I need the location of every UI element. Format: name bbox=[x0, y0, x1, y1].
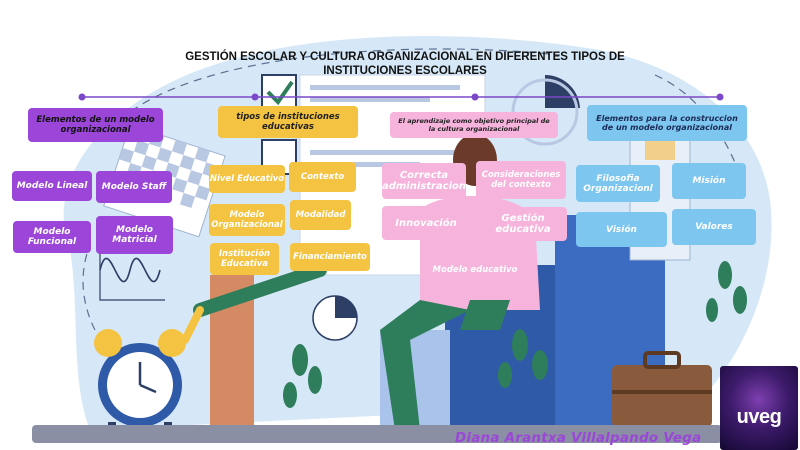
node-label: Filosofia Organizacionl bbox=[583, 173, 653, 194]
node-label: Visión bbox=[606, 224, 637, 235]
node-contexto: Contexto bbox=[289, 162, 356, 192]
node-financiamiento: Financiamiento bbox=[290, 243, 370, 271]
node-innovacion: Innovación bbox=[382, 206, 470, 240]
heading-construccion-label: Elementos para la construccion de un mod… bbox=[596, 114, 738, 132]
node-modalidad: Modalidad bbox=[290, 200, 351, 230]
node-label: Consideraciones del contexto bbox=[481, 170, 561, 190]
node-label: Contexto bbox=[300, 172, 345, 182]
node-modelo-funcional: Modelo Funcional bbox=[13, 221, 91, 253]
heading-modelo-organizacional: Elementos de un modelo organizacional bbox=[28, 108, 163, 142]
node-consideraciones-contexto: Consideraciones del contexto bbox=[476, 161, 566, 199]
node-modelo-matricial: Modelo Matricial bbox=[96, 216, 173, 254]
node-label: Gestión educativa bbox=[495, 213, 551, 235]
author-name: Diana Arantxa Villalpando Vega bbox=[455, 430, 702, 446]
node-label: Modelo Lineal bbox=[16, 181, 88, 191]
heading-tipos-instituciones: tipos de instituciones educativas bbox=[218, 106, 358, 138]
heading-construccion: Elementos para la construccion de un mod… bbox=[587, 105, 747, 141]
node-label: Misión bbox=[692, 176, 726, 186]
page-title: GESTIÓN ESCOLAR Y CULTURA ORGANIZACIONAL… bbox=[185, 51, 625, 77]
node-label: Modelo Staff bbox=[101, 182, 167, 192]
node-correcta-administracion: Correcta administracion bbox=[382, 163, 466, 199]
node-modelo-educativo: Modelo educativo bbox=[431, 253, 519, 286]
node-nivel-educativo: Nivel Educativo bbox=[209, 165, 285, 193]
heading-aprendizaje: El aprendizaje como objetivo principal d… bbox=[390, 112, 558, 138]
node-gestion-educativa: Gestión educativa bbox=[479, 207, 567, 241]
node-label: Modelo Matricial bbox=[112, 225, 157, 245]
node-label: Modalidad bbox=[295, 210, 346, 220]
node-institucion-educativa: Institución Educativa bbox=[210, 243, 279, 275]
node-mision: Misión bbox=[672, 163, 746, 199]
node-modelo-staff: Modelo Staff bbox=[96, 171, 172, 203]
node-label: Correcta administracion bbox=[381, 170, 467, 192]
node-label: Innovación bbox=[395, 217, 457, 229]
heading-aprendizaje-label: El aprendizaje como objetivo principal d… bbox=[398, 117, 550, 133]
node-modelo-lineal: Modelo Lineal bbox=[12, 171, 92, 201]
heading-tipos-instituciones-label: tipos de instituciones educativas bbox=[236, 112, 340, 132]
node-label: Institución Educativa bbox=[218, 249, 271, 269]
node-label: Financiamiento bbox=[293, 252, 367, 262]
node-label: Modelo Funcional bbox=[27, 227, 77, 247]
node-valores: Valores bbox=[672, 209, 756, 245]
node-label: Valores bbox=[695, 222, 733, 232]
node-label: Modelo educativo bbox=[432, 264, 518, 275]
node-label: Modelo Organizacional bbox=[211, 210, 283, 230]
node-filosofia-organizacional: Filosofia Organizacionl bbox=[576, 165, 660, 202]
node-vision: Visión bbox=[576, 212, 667, 247]
uveg-logo: uveg bbox=[720, 366, 798, 450]
heading-modelo-organizacional-label: Elementos de un modelo organizacional bbox=[36, 115, 155, 135]
logo-text: uveg bbox=[736, 405, 782, 428]
node-modelo-organizacional: Modelo Organizacional bbox=[209, 204, 285, 236]
node-label: Nivel Educativo bbox=[209, 174, 285, 184]
